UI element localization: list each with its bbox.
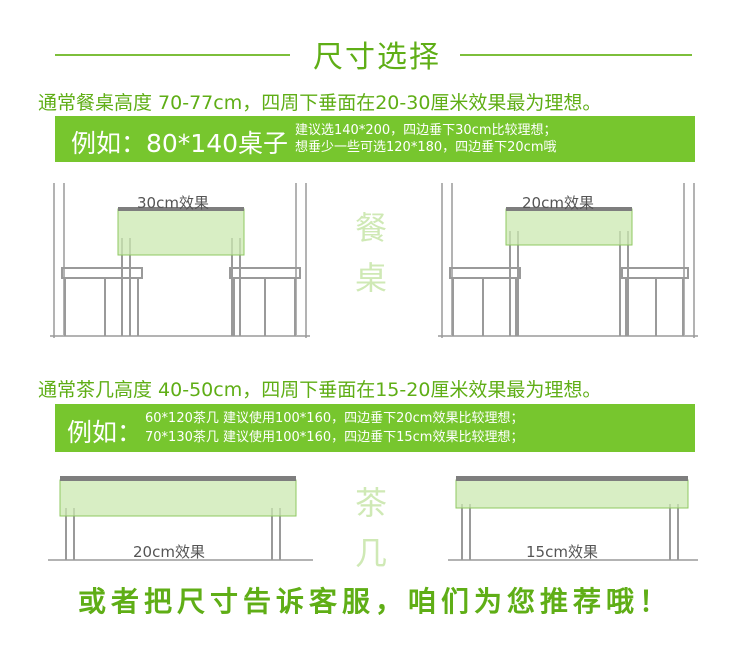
tabletop — [60, 476, 296, 481]
coffee-right-caption: 15cm效果 — [526, 543, 598, 561]
section-title-row: 尺寸选择 — [0, 24, 750, 75]
coffee-diagram-20cm — [48, 476, 313, 561]
right-chair — [621, 267, 689, 336]
dining-intro: 通常餐桌高度 70-77cm，四周下垂面在20-30厘米效果最为理想。 — [38, 92, 602, 114]
coffee-diagram-15cm — [448, 476, 698, 561]
dining-note-1: 建议选140*200，四边垂下30cm比较理想； — [295, 123, 557, 138]
left-chair — [449, 267, 521, 336]
tabletop — [506, 207, 632, 211]
dining-example-label: 例如：80*140桌子 — [71, 129, 289, 158]
tablecloth — [505, 208, 633, 246]
dining-right-caption: 20cm效果 — [522, 194, 594, 212]
tabletop — [118, 207, 244, 211]
coffee-note-1: 60*120茶几 建议使用100*160，四边垂下20cm效果比较理想； — [145, 411, 524, 426]
coffee-left-caption: 20cm效果 — [133, 543, 205, 561]
coffee-intro: 通常茶几高度 40-50cm，四周下垂面在15-20厘米效果最为理想。 — [38, 379, 602, 401]
coffee-side-char-2: 几 — [355, 534, 388, 572]
coffee-example-label: 例如： — [67, 418, 143, 447]
page-title: 尺寸选择 — [313, 40, 441, 75]
dining-table — [509, 231, 629, 336]
dining-side-char-2: 桌 — [355, 259, 388, 297]
dining-left-caption: 30cm效果 — [137, 194, 209, 212]
coffee-note-2: 70*130茶几 建议使用100*160，四边垂下15cm效果比较理想； — [145, 430, 524, 445]
coffee-table — [48, 508, 313, 561]
dining-note-2: 想垂少一些可选120*180，四边垂下20cm哦 — [295, 140, 557, 155]
tablecloth — [59, 479, 297, 517]
coffee-table — [448, 504, 698, 561]
dining-side-char-1: 餐 — [355, 209, 388, 247]
right-chair — [229, 267, 301, 336]
tabletop — [456, 476, 688, 481]
left-chair — [61, 267, 143, 336]
tablecloth — [117, 208, 245, 256]
title-divider-left — [55, 54, 290, 56]
tablecloth — [455, 479, 689, 509]
dining-example-band: 例如：80*140桌子 建议选140*200，四边垂下30cm比较理想； 想垂少… — [55, 116, 695, 162]
room-frame — [50, 183, 310, 338]
dining-diagram-20cm — [438, 183, 698, 338]
dining-diagram-30cm — [50, 183, 310, 338]
title-divider-right — [460, 54, 692, 56]
coffee-example-band: 例如： 60*120茶几 建议使用100*160，四边垂下20cm效果比较理想；… — [55, 404, 695, 452]
footer-contact-text: 或者把尺寸告诉客服，咱们为您推荐哦！ — [77, 585, 672, 618]
coffee-side-char-1: 茶 — [355, 484, 388, 522]
